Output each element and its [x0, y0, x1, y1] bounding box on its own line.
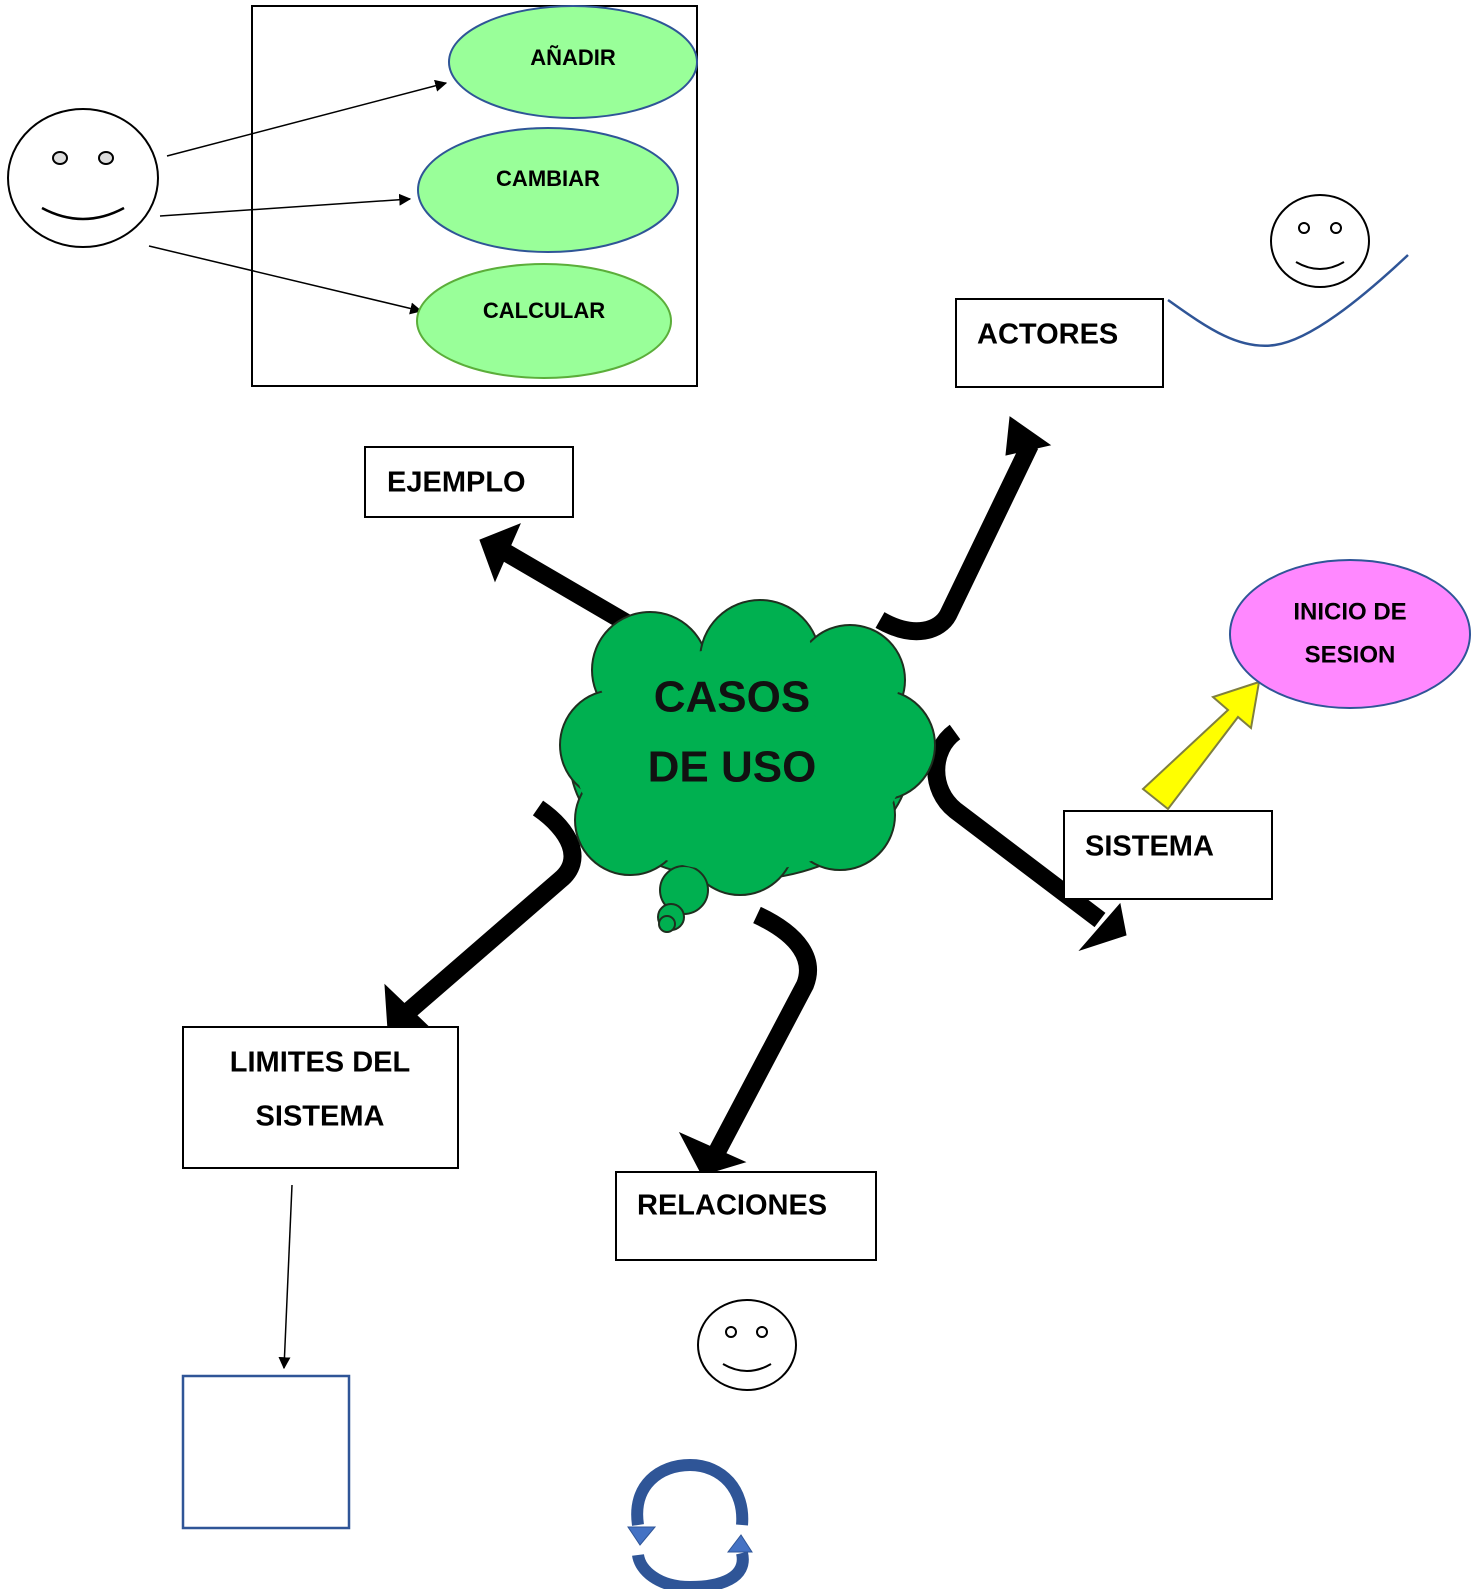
highlight-arrow: [1141, 680, 1261, 811]
arrow-to-sistema: [927, 724, 1106, 928]
node-limites-label-line2: SISTEMA: [256, 1101, 385, 1133]
use-case-cambiar-label: CAMBIAR: [496, 166, 600, 191]
smiley-icon: [697, 1299, 797, 1391]
session-label-line2: SESION: [1305, 641, 1396, 668]
session-ellipse: INICIO DE SESION: [1229, 559, 1471, 709]
arrow-to-limites: [404, 800, 582, 1017]
use-case-anadir-label: AÑADIR: [530, 45, 616, 70]
node-relaciones: RELACIONES: [615, 1171, 877, 1261]
node-limites-label-line1: LIMITES DEL: [230, 1047, 410, 1079]
use-case-cambiar: CAMBIAR: [417, 127, 679, 253]
session-label-line1: INICIO DE: [1293, 598, 1406, 625]
central-cloud: CASOS DE USO: [559, 599, 936, 933]
association-arrow-cambiar: [159, 193, 412, 217]
refresh-cycle-icon: [627, 1458, 753, 1589]
node-sistema: SISTEMA: [1063, 810, 1273, 900]
example-use-case-diagram: AÑADIR CAMBIAR CALCULAR: [7, 5, 698, 387]
square-icon: [181, 1374, 351, 1530]
use-case-calcular: CALCULAR: [416, 263, 672, 379]
smiley-icon: [1270, 194, 1370, 288]
curve-line-icon: [1167, 254, 1409, 347]
node-sistema-label: SISTEMA: [1085, 831, 1214, 863]
central-topic-line2: DE USO: [648, 743, 817, 792]
node-ejemplo-label: EJEMPLO: [387, 467, 526, 499]
arrow-to-relaciones: [702, 906, 817, 1170]
smiley-icon: [7, 108, 159, 248]
arrow-to-actores: [875, 441, 1039, 641]
node-relaciones-label: RELACIONES: [637, 1190, 827, 1222]
central-topic-line1: CASOS: [654, 673, 810, 722]
limites-example-arrow: [278, 1184, 293, 1370]
node-limites-del-sistema: LIMITES DEL SISTEMA: [182, 1026, 459, 1169]
node-actores-label: ACTORES: [977, 319, 1118, 351]
association-arrow-anadir: [166, 79, 448, 157]
node-ejemplo: EJEMPLO: [364, 446, 574, 518]
use-case-anadir: AÑADIR: [448, 5, 698, 119]
node-actores: ACTORES: [955, 298, 1164, 388]
use-case-calcular-label: CALCULAR: [483, 298, 605, 323]
association-arrow-calcular: [148, 245, 423, 315]
